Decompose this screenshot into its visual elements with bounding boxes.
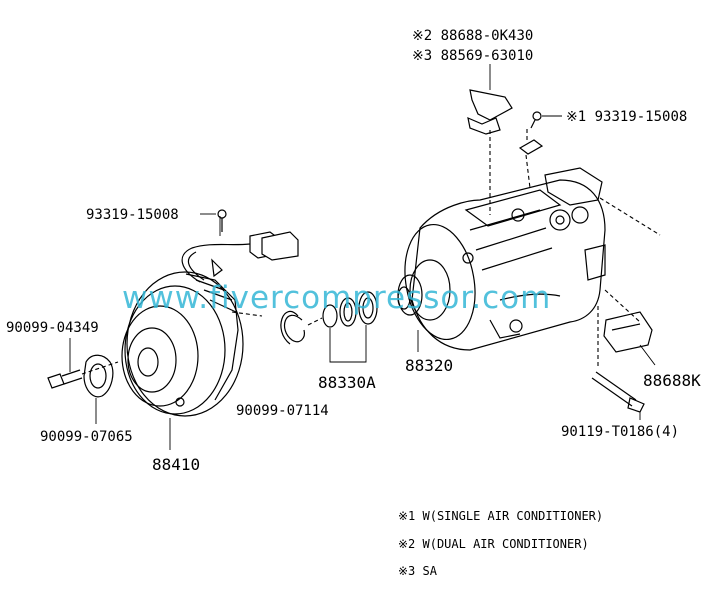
label-note2-part: ※2 88688-0K430 (412, 28, 533, 44)
label-washer-90099-07065: 90099-07065 (40, 429, 133, 445)
bolt-90119-drawing (591, 371, 645, 420)
label-snap-ring: 90099-07114 (236, 403, 329, 419)
label-bracket-88688K: 88688K (643, 371, 701, 390)
bolt-90099-04349-drawing (47, 338, 119, 389)
label-bolt-90119: 90119-T0186(4) (561, 424, 679, 440)
bracket-88688K-drawing (603, 311, 656, 366)
washer-drawing (83, 354, 114, 424)
top-bracket-drawing (467, 64, 513, 135)
footnote-2: ※2 W(DUAL AIR CONDITIONER) (398, 537, 589, 551)
snap-ring-drawing (280, 310, 323, 345)
footnote-3: ※3 SA (398, 564, 438, 578)
compressor-dash-2 (604, 289, 641, 323)
label-bolt-left: 93319-15008 (86, 207, 179, 223)
watermark-text: www.fivercompressor.com (122, 280, 551, 316)
top-right-bolt-drawing (518, 111, 562, 189)
clutch-drawing (121, 216, 299, 450)
label-compressor-88320: 88320 (405, 356, 453, 375)
left-bolt-drawing (200, 209, 227, 232)
footnote-1: ※1 W(SINGLE AIR CONDITIONER) (398, 509, 603, 523)
label-bolt-top-right: ※1 93319-15008 (566, 109, 687, 125)
compressor-body-drawing (397, 167, 606, 351)
oring-drawing (322, 291, 378, 363)
label-oring-88330A: 88330A (318, 373, 376, 392)
label-clutch-88410: 88410 (152, 455, 200, 474)
label-bolt-90099-04349: 90099-04349 (6, 320, 99, 336)
compressor-dash-1 (599, 197, 661, 236)
label-note3-part: ※3 88569-63010 (412, 48, 533, 64)
